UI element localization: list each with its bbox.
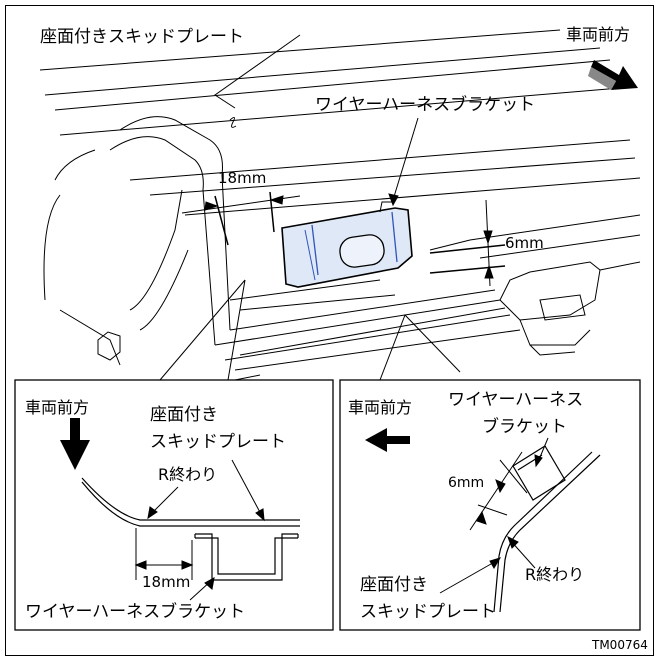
figure-frame bbox=[5, 5, 654, 656]
right-skid-plate-line1: 座面付き bbox=[360, 575, 428, 595]
dimension-6mm-main bbox=[429, 199, 506, 287]
direction-arrow-left bbox=[60, 418, 90, 470]
right-r-end-label: R終わり bbox=[525, 565, 584, 584]
detail-right-box bbox=[339, 379, 641, 631]
detail-right-dim-6mm bbox=[469, 451, 528, 531]
dimension-18mm-main bbox=[181, 191, 301, 246]
left-skid-plate-line1: 座面付き bbox=[150, 405, 218, 425]
right-dim-6mm-label: 6mm bbox=[448, 475, 484, 491]
bracket-drawing bbox=[281, 201, 413, 288]
vehicle-floor-drawing bbox=[39, 29, 641, 381]
right-bracket-line2: ブラケット bbox=[482, 416, 567, 437]
detail-left-box bbox=[14, 379, 334, 631]
right-direction-label: 車両前方 bbox=[348, 398, 412, 417]
detail-right-leaders bbox=[439, 437, 549, 594]
direction-arrow-main bbox=[588, 60, 638, 90]
main-dim-6mm-label: 6mm bbox=[505, 234, 544, 252]
left-r-end-label: R終わり bbox=[158, 465, 217, 484]
detail-left-leaders bbox=[147, 459, 265, 601]
main-dim-18mm-label: 18mm bbox=[218, 169, 266, 187]
right-bracket-line1: ワイヤーハーネス bbox=[448, 390, 583, 410]
right-skid-plate-line2: スキッドプレート bbox=[360, 602, 496, 622]
figure-code: TM00764 bbox=[591, 638, 648, 652]
main-direction-label: 車両前方 bbox=[566, 25, 630, 44]
main-leaders bbox=[214, 34, 419, 207]
main-skid-plate-label: 座面付きスキッドプレート bbox=[40, 27, 244, 47]
left-bracket-label: ワイヤーハーネスブラケット bbox=[25, 601, 245, 622]
callout-lines bbox=[159, 279, 461, 381]
detail-left-profile bbox=[81, 477, 300, 581]
left-dim-18mm-label: 18mm bbox=[142, 573, 190, 591]
main-bracket-label: ワイヤーハーネスブラケット bbox=[315, 94, 535, 115]
left-skid-plate-line2: スキッドプレート bbox=[150, 432, 286, 452]
direction-arrow-right bbox=[365, 428, 410, 452]
detail-left-dim-18mm bbox=[134, 528, 194, 580]
left-direction-label: 車両前方 bbox=[25, 398, 89, 417]
